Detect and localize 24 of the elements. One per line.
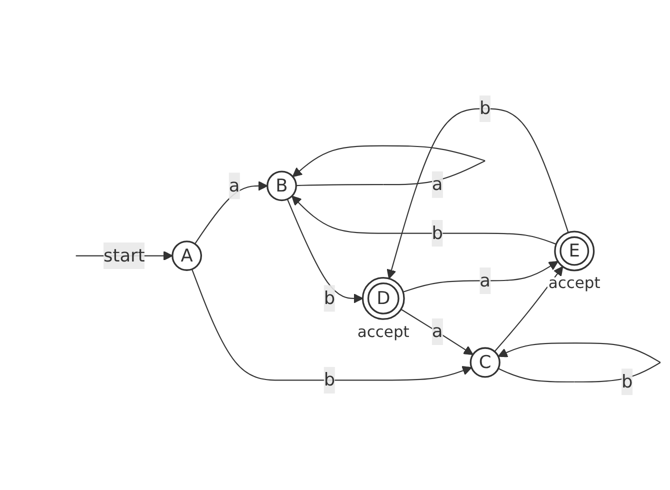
state-note: accept xyxy=(357,322,410,341)
state-circle: B xyxy=(266,170,297,201)
arrow xyxy=(386,108,569,279)
arrow xyxy=(292,195,556,244)
edge-label: b xyxy=(324,287,336,308)
edge-label: a xyxy=(228,174,240,196)
edge-label: b xyxy=(479,97,491,118)
edge-label: start xyxy=(104,244,145,266)
arrow xyxy=(402,260,558,292)
edge-label: b xyxy=(324,368,336,390)
edge-label: b xyxy=(432,222,443,243)
state-circle: E xyxy=(554,230,595,271)
arrow xyxy=(494,266,564,352)
edge-label: b xyxy=(621,370,633,392)
arrow xyxy=(286,198,364,304)
edge-label: a xyxy=(480,269,491,290)
state-circle: A xyxy=(172,240,202,271)
edge-label: a xyxy=(432,320,443,342)
arrow xyxy=(400,308,474,355)
state-note: accept xyxy=(548,274,600,292)
arrow xyxy=(191,268,472,380)
state-circle: D xyxy=(362,276,405,320)
edge-label: a xyxy=(432,173,443,194)
state-circle: C xyxy=(470,346,500,378)
